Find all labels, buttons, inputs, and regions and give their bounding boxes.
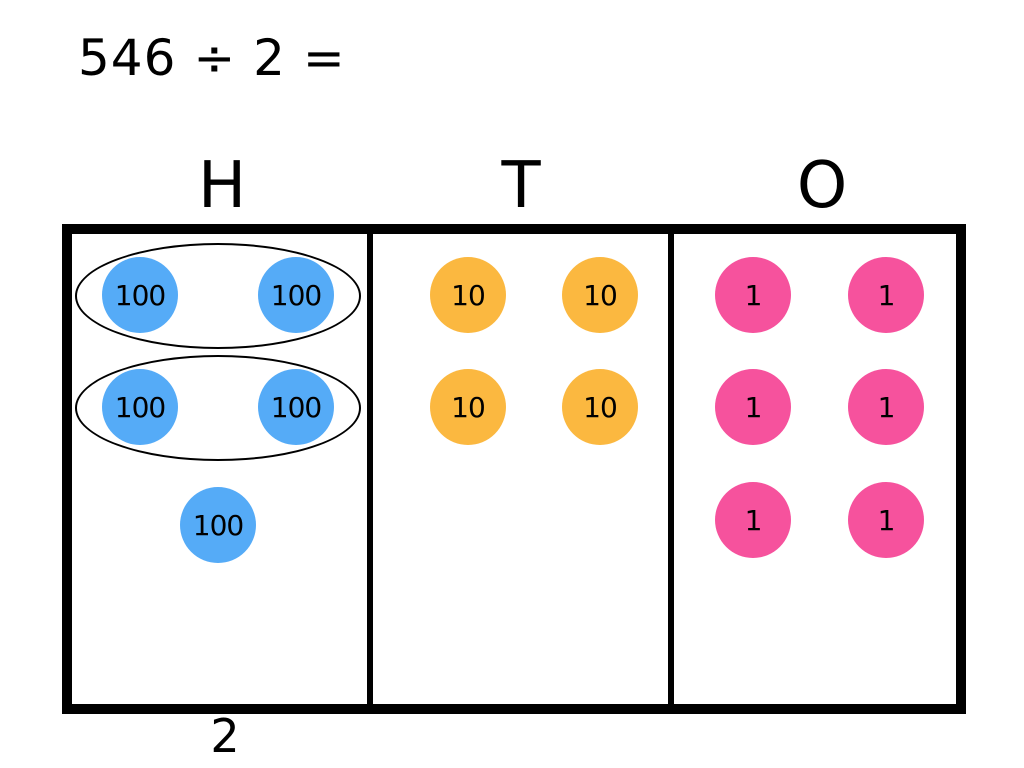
ones-counter: 1 [848, 257, 924, 333]
ones-counter: 1 [715, 369, 791, 445]
hundreds-counter: 100 [180, 487, 256, 563]
tens-counter: 10 [430, 369, 506, 445]
group-ellipse [75, 243, 361, 349]
column-divider [367, 234, 373, 704]
ones-counter: 1 [848, 482, 924, 558]
tens-counter: 10 [562, 369, 638, 445]
tens-counter: 10 [562, 257, 638, 333]
column-divider [668, 234, 674, 704]
header-ones: O [796, 149, 848, 223]
ones-counter: 1 [715, 257, 791, 333]
header-hundreds: H [197, 149, 247, 223]
answer-hundreds-digit: 2 [210, 709, 240, 763]
ones-counter: 1 [715, 482, 791, 558]
place-value-chart: 100 100 100 100 100 10 10 10 10 1 1 1 1 … [62, 224, 966, 714]
equation: 546 ÷ 2 = [78, 29, 346, 87]
header-tens: T [501, 149, 541, 223]
group-ellipse [75, 355, 361, 461]
ones-counter: 1 [848, 369, 924, 445]
tens-counter: 10 [430, 257, 506, 333]
